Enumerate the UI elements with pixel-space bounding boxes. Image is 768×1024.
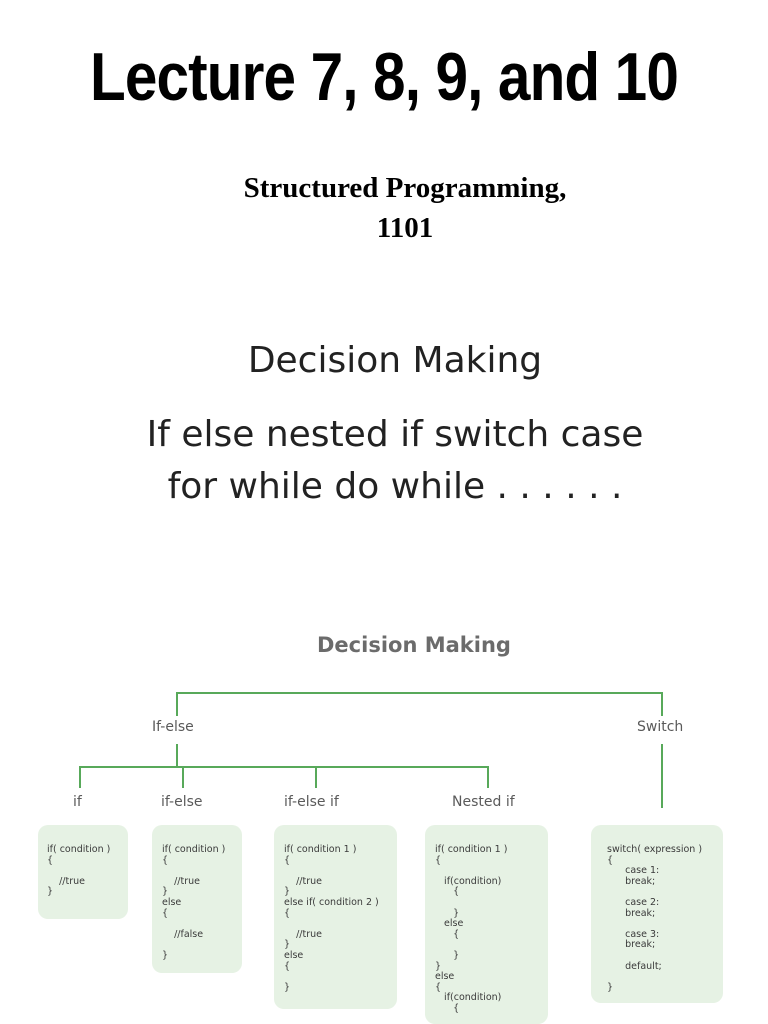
connector-switch-down — [661, 744, 663, 808]
code-ifelse: if( condition ) { //true } else { //fals… — [162, 844, 226, 961]
connector-to-switch — [661, 692, 663, 716]
connector-leaf-ifelseif — [315, 766, 317, 788]
connector-ifelse-down — [176, 744, 178, 766]
code-switch: switch( expression ) { case 1: break; ca… — [607, 844, 703, 993]
topic-heading: Decision Making — [247, 340, 543, 381]
leaf-ifelse-label: if-else — [161, 794, 203, 810]
connector-to-ifelse — [176, 692, 178, 716]
code-box-nested: if( condition 1 ) { if(condition) { } el… — [425, 825, 548, 1024]
code-if: if( condition ) { //true } — [47, 844, 111, 898]
course-code: 1101 — [376, 212, 434, 244]
code-box-switch: switch( expression ) { case 1: break; ca… — [591, 825, 723, 1003]
topic-line-2: for while do while . . . . . . — [167, 466, 623, 507]
connector-leaf-nested — [487, 766, 489, 788]
connector-leaf-ifelse — [182, 766, 184, 788]
code-nested: if( condition 1 ) { if(condition) { } el… — [435, 844, 508, 1014]
decision-making-diagram: Decision Making If-else Switch if if-els… — [0, 620, 768, 1024]
leaf-if-label: if — [73, 794, 82, 810]
branch-ifelse-label: If-else — [152, 719, 194, 735]
connector-leaves — [79, 766, 489, 768]
code-ifelseif: if( condition 1 ) { //true } else if( co… — [284, 844, 379, 993]
diagram-title: Decision Making — [317, 633, 511, 657]
code-box-if: if( condition ) { //true } — [38, 825, 128, 919]
leaf-nested-label: Nested if — [452, 794, 515, 810]
course-name: Structured Programming, — [243, 172, 567, 204]
code-box-ifelseif: if( condition 1 ) { //true } else if( co… — [274, 825, 397, 1009]
leaf-ifelseif-label: if-else if — [284, 794, 339, 810]
code-box-ifelse: if( condition ) { //true } else { //fals… — [152, 825, 242, 973]
topic-line-1: If else nested if switch case — [146, 414, 644, 455]
connector-leaf-if — [79, 766, 81, 788]
lecture-title: Lecture 7, 8, 9, and 10 — [89, 39, 679, 115]
branch-switch-label: Switch — [637, 719, 684, 735]
connector-root — [176, 692, 663, 694]
